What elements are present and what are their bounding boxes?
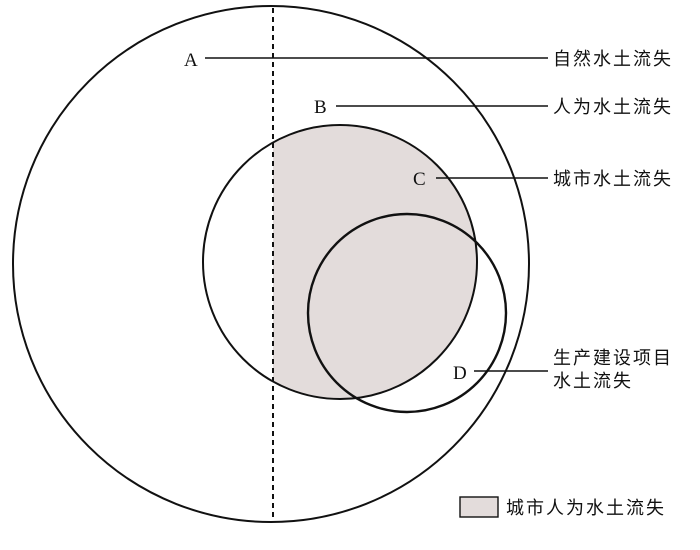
- shaded-region-urban-human: [273, 125, 477, 399]
- circle-urban: [202, 124, 478, 400]
- point-a: A: [184, 50, 198, 71]
- legend-label: 城市人为水土流失: [506, 498, 666, 519]
- outer-circle-natural: [12, 5, 530, 523]
- label-urban-erosion: 城市水土流失: [553, 169, 673, 190]
- point-d: D: [453, 363, 467, 384]
- label-construction-erosion-line1: 生产建设项目: [553, 348, 673, 369]
- point-b: B: [314, 97, 327, 118]
- label-human-erosion: 人为水土流失: [553, 97, 673, 118]
- label-natural-erosion: 自然水土流失: [553, 49, 673, 70]
- legend-swatch: [459, 496, 499, 518]
- circle-construction: [306, 212, 508, 414]
- point-c: C: [413, 169, 426, 190]
- label-construction-erosion-line2: 水土流失: [553, 371, 633, 392]
